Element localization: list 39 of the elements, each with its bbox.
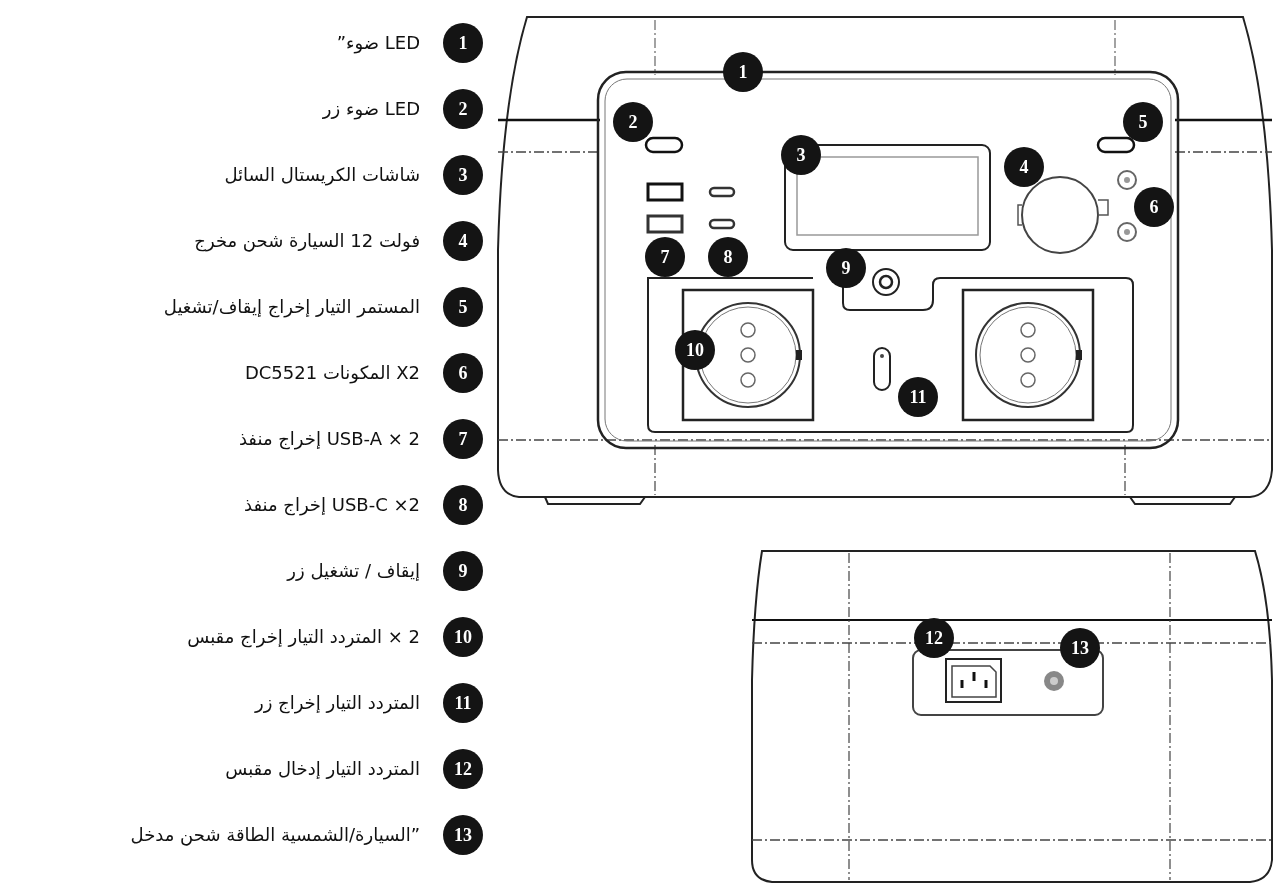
callout-number: 5 (1123, 102, 1163, 142)
part-description: إيقاف / تشغيل زر (287, 559, 420, 583)
number-badge: 1 (443, 23, 483, 63)
part-description: شاشات الكريستال السائل (224, 163, 420, 188)
number-badge: 4 (443, 221, 483, 261)
part-description: ”السيارة/الشمسية الطاقة شحن مدخل (130, 823, 420, 848)
number-badge: 5 (443, 287, 483, 327)
number-badge: 8 (443, 485, 483, 525)
part-description: LED ضوء” (336, 31, 420, 56)
number-badge: 13 (443, 815, 483, 855)
number-badge: 11 (443, 683, 483, 723)
number-badge: 10 (443, 617, 483, 657)
part-description: فولت 12 السيارة شحن مخرج (194, 229, 420, 254)
callout-number: 13 (1060, 628, 1100, 668)
callout-number: 2 (613, 102, 653, 142)
part-description: 2 × USB-A إخراج منفذ (238, 427, 420, 452)
part-description: المستمر التيار إخراج إيقاف/تشغيل (163, 295, 420, 320)
callout-number: 1 (723, 52, 763, 92)
number-badge: 6 (443, 353, 483, 393)
number-badge: 12 (443, 749, 483, 789)
callout-number: 4 (1004, 147, 1044, 187)
number-badge: 7 (443, 419, 483, 459)
callout-number: 7 (645, 237, 685, 277)
part-description: LED ضوء زر (322, 97, 420, 122)
part-description: المتردد التيار إخراج زر (254, 691, 420, 716)
part-description: 2× USB-C إخراج منفذ (243, 493, 420, 518)
callout-number: 9 (826, 248, 866, 288)
number-badge: 3 (443, 155, 483, 195)
number-badge: 2 (443, 89, 483, 129)
part-description: 2 × المتردد التيار إخراج مقبس (187, 625, 420, 650)
callout-number: 3 (781, 135, 821, 175)
part-description: X2 المكونات DC5521 (244, 361, 420, 386)
number-badge: 9 (443, 551, 483, 591)
callout-number: 11 (898, 377, 938, 417)
callout-number: 8 (708, 237, 748, 277)
callout-number: 12 (914, 618, 954, 658)
part-description: المتردد التيار إدخال مقبس (225, 757, 420, 782)
callout-number: 10 (675, 330, 715, 370)
callout-number: 6 (1134, 187, 1174, 227)
